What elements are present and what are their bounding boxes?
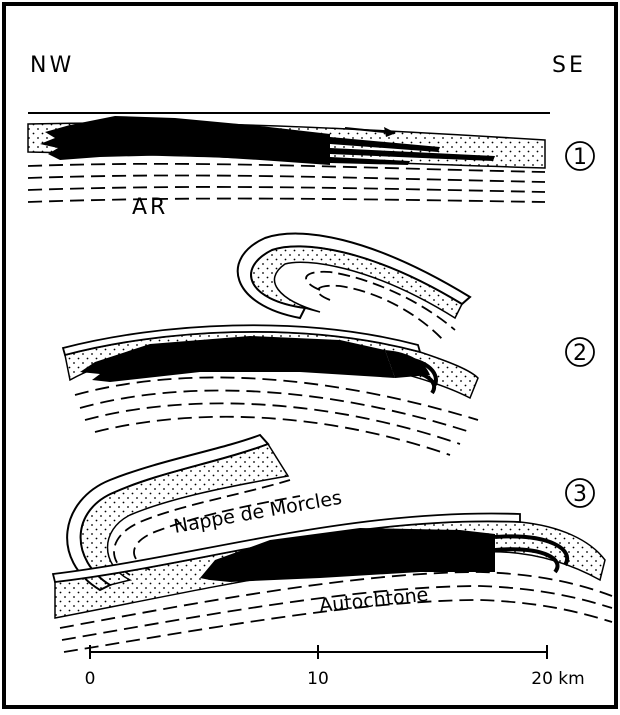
stage-marker-1: 1 bbox=[566, 142, 594, 170]
basement-line bbox=[80, 391, 470, 432]
stage-1-number: 1 bbox=[573, 145, 587, 170]
nw-label: NW bbox=[30, 53, 74, 78]
stage-3-black-unit bbox=[200, 528, 495, 582]
ar-label: AR bbox=[132, 195, 168, 220]
basement-line bbox=[75, 377, 478, 420]
basement-line bbox=[28, 199, 545, 202]
scale-tick-10: 10 bbox=[307, 669, 329, 689]
basement-line bbox=[28, 175, 545, 182]
scale-tick-20: 20 km bbox=[531, 669, 584, 689]
stage-3-number: 3 bbox=[573, 482, 587, 507]
stage-1-section: AR bbox=[28, 113, 550, 220]
stage-3-section: Nappe de Morcles Autochtone bbox=[53, 435, 612, 652]
scale-bar: 0 10 20 km bbox=[85, 645, 585, 689]
stage-marker-2: 2 bbox=[566, 338, 594, 366]
se-label: SE bbox=[552, 53, 586, 78]
stage-marker-3: 3 bbox=[566, 479, 594, 507]
basement-line bbox=[28, 187, 545, 192]
scale-tick-0: 0 bbox=[85, 669, 96, 689]
stage-1-black-unit bbox=[40, 116, 330, 165]
stage-2-number: 2 bbox=[573, 341, 587, 366]
autochtone-label: Autochtone bbox=[318, 584, 429, 617]
basement-line bbox=[95, 417, 450, 455]
stage-2-section bbox=[63, 234, 478, 455]
